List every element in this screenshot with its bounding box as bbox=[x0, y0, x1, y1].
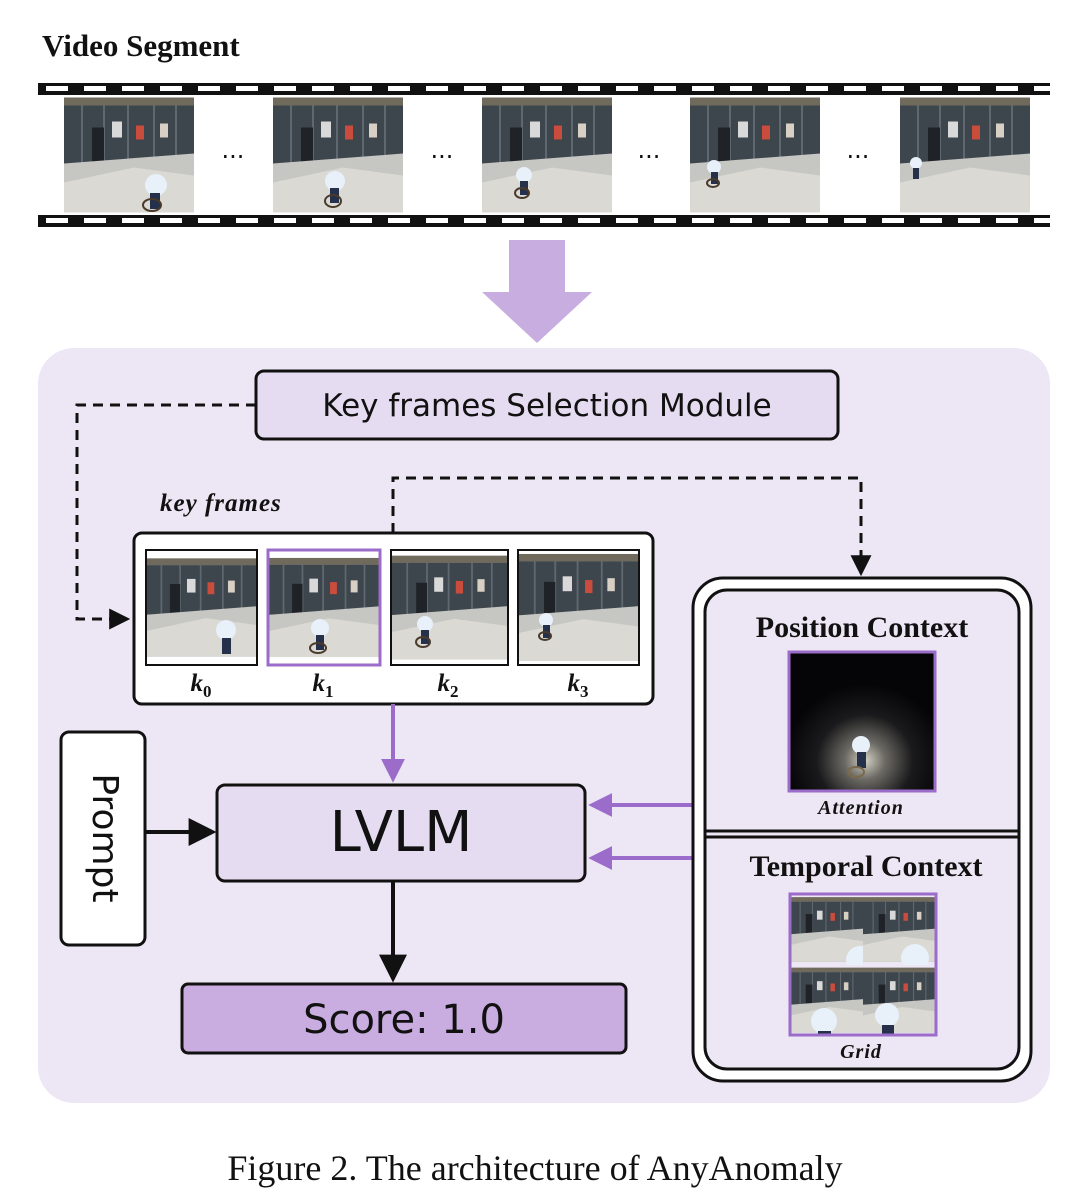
film-perforation bbox=[46, 218, 68, 223]
film-perforation bbox=[84, 86, 106, 91]
big-down-arrow bbox=[482, 240, 592, 343]
film-perforation bbox=[312, 86, 334, 91]
position-context-title: Position Context bbox=[756, 611, 969, 644]
film-perforation bbox=[464, 218, 486, 223]
film-perforation bbox=[996, 86, 1018, 91]
key-frame-label-k0: k0 bbox=[191, 670, 212, 701]
film-perforation bbox=[236, 218, 258, 223]
film-perforation bbox=[426, 86, 448, 91]
film-perforation bbox=[84, 218, 106, 223]
film-perforation bbox=[312, 218, 334, 223]
film-perforation bbox=[426, 218, 448, 223]
key-frames-selection-module-label: Key frames Selection Module bbox=[322, 388, 771, 424]
key-frame-label-k2: k2 bbox=[438, 670, 459, 701]
film-perforation bbox=[806, 218, 828, 223]
key-frame-k1 bbox=[266, 548, 382, 667]
film-perforation bbox=[464, 86, 486, 91]
film-perforation bbox=[730, 218, 752, 223]
film-perforation bbox=[996, 218, 1018, 223]
frame-ellipsis: ... bbox=[638, 136, 661, 164]
film-perforation bbox=[350, 86, 372, 91]
film-perforation bbox=[160, 218, 182, 223]
prompt-label: Prompt bbox=[84, 773, 125, 902]
film-perforation bbox=[122, 86, 144, 91]
film-frame bbox=[64, 98, 194, 213]
film-perforation bbox=[578, 218, 600, 223]
key-frames-heading: key frames bbox=[160, 490, 282, 517]
film-perforation bbox=[388, 218, 410, 223]
grid-caption: Grid bbox=[840, 1041, 882, 1063]
frame-ellipsis: ... bbox=[222, 136, 245, 164]
lvlm-box bbox=[215, 783, 587, 883]
grid-image bbox=[788, 892, 938, 1037]
film-frame bbox=[482, 98, 612, 213]
film-perforation bbox=[692, 218, 714, 223]
frame-ellipsis: ... bbox=[431, 136, 454, 164]
film-perforation bbox=[274, 218, 296, 223]
key-frame-label-k1: k1 bbox=[313, 670, 334, 701]
temporal-context-title: Temporal Context bbox=[749, 850, 982, 883]
film-strip: ... ... ... ... bbox=[38, 83, 1056, 227]
film-perforation bbox=[616, 218, 638, 223]
film-perforation bbox=[1034, 218, 1056, 223]
key-frame-k3 bbox=[517, 549, 640, 666]
film-perforation bbox=[654, 86, 676, 91]
film-frame bbox=[273, 98, 403, 213]
lvlm-label: LVLM bbox=[330, 800, 473, 865]
score-label: Score: 1.0 bbox=[303, 997, 505, 1043]
prompt-box bbox=[59, 730, 147, 947]
film-perforation bbox=[198, 218, 220, 223]
film-perforation bbox=[122, 218, 144, 223]
film-perforation bbox=[502, 86, 524, 91]
film-perforation bbox=[540, 218, 562, 223]
film-perforation bbox=[502, 218, 524, 223]
film-perforation bbox=[768, 86, 790, 91]
film-perforation bbox=[920, 218, 942, 223]
film-perforation bbox=[920, 86, 942, 91]
film-perforation bbox=[350, 218, 372, 223]
attention-map-image bbox=[787, 650, 937, 793]
key-frame-label-k3: k3 bbox=[568, 670, 589, 701]
film-perforation bbox=[274, 86, 296, 91]
film-perforation bbox=[730, 86, 752, 91]
film-perforation bbox=[844, 86, 866, 91]
dashed-arrow-to-key-frames bbox=[75, 403, 256, 630]
film-frame bbox=[900, 98, 1030, 213]
video-segment-title: Video Segment bbox=[42, 28, 240, 63]
score-box bbox=[180, 982, 628, 1055]
frame-ellipsis: ... bbox=[847, 136, 870, 164]
film-perforation bbox=[806, 86, 828, 91]
figure-caption: Figure 2. The architecture of AnyAnomaly bbox=[227, 1148, 842, 1188]
key-frame-k2 bbox=[390, 549, 509, 666]
film-perforation bbox=[616, 86, 638, 91]
key-frame-k0 bbox=[145, 549, 258, 666]
attention-caption: Attention bbox=[816, 797, 904, 819]
film-perforation bbox=[768, 218, 790, 223]
dashed-arrow-to-context bbox=[391, 476, 872, 577]
film-perforation bbox=[388, 86, 410, 91]
film-perforation bbox=[882, 86, 904, 91]
film-perforation bbox=[578, 86, 600, 91]
film-perforation bbox=[1034, 86, 1056, 91]
film-perforation bbox=[692, 86, 714, 91]
film-perforation bbox=[160, 86, 182, 91]
film-perforation bbox=[46, 86, 68, 91]
film-perforation bbox=[882, 218, 904, 223]
key-frame-highlight bbox=[266, 548, 382, 667]
film-perforation bbox=[958, 86, 980, 91]
film-perforation bbox=[236, 86, 258, 91]
film-perforation bbox=[654, 218, 676, 223]
film-perforation bbox=[540, 86, 562, 91]
film-frame bbox=[690, 98, 820, 213]
film-perforation bbox=[198, 86, 220, 91]
film-perforation bbox=[844, 218, 866, 223]
film-perforation bbox=[958, 218, 980, 223]
